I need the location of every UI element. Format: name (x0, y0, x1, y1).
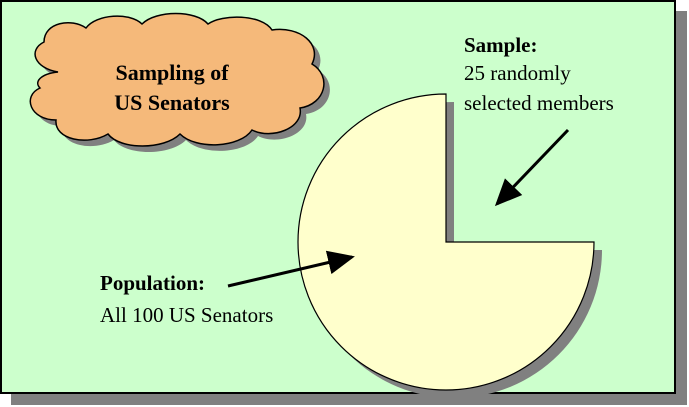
population-pie (297, 93, 595, 391)
sample-heading: Sample: (464, 33, 538, 57)
population-heading: Population: (100, 271, 205, 295)
cloud-title-line2: US Senators (114, 90, 230, 115)
sample-line2: selected members (464, 91, 614, 115)
cloud-body (29, 12, 325, 147)
sample-line1: 25 randomly (464, 61, 571, 85)
population-line1: All 100 US Senators (100, 303, 273, 327)
sample-arrow (494, 128, 570, 207)
cloud-shape (29, 12, 330, 152)
cloud-title-line1: Sampling of (115, 60, 229, 85)
population-arrow (227, 250, 355, 288)
